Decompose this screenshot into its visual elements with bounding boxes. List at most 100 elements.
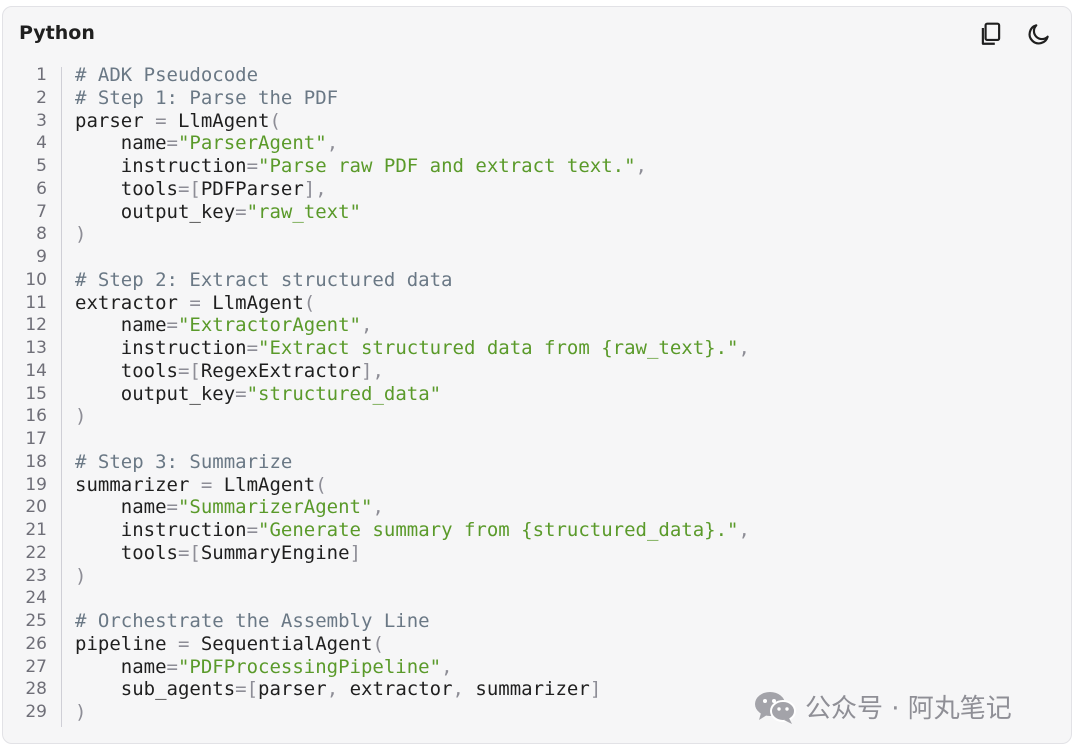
code-token: extractor — [75, 291, 190, 314]
code-line: ) — [75, 405, 750, 428]
code-token: , — [738, 519, 750, 541]
code-token: tools — [75, 541, 178, 564]
code-token: # ADK Pseudocode — [75, 64, 259, 86]
code-line — [75, 587, 750, 610]
code-line: instruction="Parse raw PDF and extract t… — [75, 155, 750, 178]
code-token: parser — [258, 678, 327, 701]
code-line: parser = LlmAgent( — [75, 110, 750, 133]
code-token: "PDFProcessingPipeline" — [177, 655, 442, 678]
code-token: "structured_data" — [246, 382, 442, 405]
line-number: 20 — [25, 497, 47, 518]
code-token: name — [75, 314, 167, 337]
code-token: name — [75, 496, 167, 519]
code-block-header: Python — [3, 7, 1071, 59]
code-token: ( — [372, 632, 384, 655]
line-number: 14 — [25, 360, 47, 381]
code-line: output_key="raw_text" — [75, 201, 750, 224]
line-number: 1 — [36, 65, 47, 85]
code-token: tools — [75, 177, 178, 200]
code-token: , — [361, 314, 373, 337]
code-line: output_key="structured_data" — [75, 383, 750, 406]
code-token: "ParserAgent" — [177, 132, 327, 155]
code-token: ) — [75, 701, 87, 723]
code-token: = — [246, 155, 259, 177]
code-token: instruction — [75, 337, 247, 359]
line-number: 27 — [25, 656, 47, 677]
code-line: ) — [75, 223, 750, 246]
language-label: Python — [19, 22, 95, 44]
line-number: 8 — [36, 224, 47, 245]
code-token: extractor — [338, 678, 453, 701]
code-token: instruction — [75, 519, 247, 541]
code-token: = — [235, 382, 247, 405]
line-number: 17 — [25, 429, 47, 449]
code-token: = — [246, 519, 259, 541]
code-token: PDFParser — [200, 177, 304, 200]
code-token: RegexExtractor — [200, 359, 361, 382]
code-token: = — [235, 200, 247, 223]
code-line: tools=[RegexExtractor], — [75, 360, 750, 383]
code-token: =[ — [177, 177, 201, 200]
watermark: 公众号 · 阿丸笔记 — [753, 688, 1012, 725]
code-line: # ADK Pseudocode — [75, 64, 750, 87]
code-line: tools=[PDFParser], — [75, 178, 750, 201]
code-line: # Orchestrate the Assembly Line — [75, 610, 750, 633]
line-number: 10 — [25, 269, 47, 290]
code-line: name="PDFProcessingPipeline", — [75, 656, 750, 679]
code-token: # Step 1: Parse the PDF — [75, 86, 339, 109]
code-token: = — [166, 655, 178, 678]
code-line: sub_agents=[parser, extractor, summarize… — [75, 678, 750, 701]
line-number: 9 — [36, 247, 47, 267]
line-number: 19 — [25, 474, 47, 495]
code-toolbar — [973, 16, 1057, 52]
code-token: "SummarizerAgent" — [177, 496, 373, 519]
line-number: 24 — [25, 588, 47, 609]
code-token: = — [200, 473, 213, 496]
code-token: "Parse raw PDF and extract text." — [258, 155, 636, 177]
wechat-icon — [755, 691, 796, 724]
code-line: ) — [75, 565, 750, 588]
line-number: 6 — [36, 178, 47, 199]
code-token: # Orchestrate the Assembly Line — [75, 610, 430, 632]
line-number: 26 — [25, 633, 47, 654]
code-line: name="ParserAgent", — [75, 132, 750, 155]
code-token: LlmAgent — [200, 291, 304, 314]
code-token: =[ — [235, 678, 259, 701]
code-token: SequentialAgent — [189, 632, 373, 655]
code-token: name — [75, 655, 167, 678]
line-number: 2 — [36, 87, 47, 108]
code-token: ) — [75, 564, 87, 587]
line-number: 11 — [25, 292, 47, 313]
code-line: # Step 2: Extract structured data — [75, 269, 750, 292]
line-number: 29 — [25, 702, 47, 722]
code-line: ) — [75, 701, 750, 724]
code-token: , — [738, 337, 750, 359]
line-number: 28 — [25, 679, 47, 700]
code-line: tools=[SummaryEngine] — [75, 542, 750, 565]
code-token: SummaryEngine — [200, 541, 350, 564]
code-line: name="ExtractorAgent", — [75, 314, 750, 337]
code-line — [75, 246, 750, 269]
line-number: 13 — [25, 338, 47, 358]
copy-button[interactable] — [973, 16, 1009, 52]
code-token: output_key — [75, 382, 236, 405]
line-number: 22 — [25, 542, 47, 563]
code-token: = — [166, 496, 178, 519]
code-token: "Generate summary from {structured_data}… — [258, 519, 739, 541]
code-token: summarizer — [75, 473, 201, 496]
code-token: "raw_text" — [246, 200, 361, 223]
line-number: 18 — [25, 451, 47, 472]
code-token: ], — [303, 177, 327, 200]
theme-toggle-button[interactable] — [1021, 16, 1057, 52]
code-token: "Extract structured data from {raw_text}… — [258, 337, 739, 359]
code-token: , — [326, 132, 339, 155]
code-line: instruction="Extract structured data fro… — [75, 337, 750, 360]
line-number: 16 — [25, 406, 47, 427]
code-line: extractor = LlmAgent( — [75, 292, 750, 315]
code-token: ( — [269, 109, 281, 132]
code-token: ) — [75, 223, 87, 246]
